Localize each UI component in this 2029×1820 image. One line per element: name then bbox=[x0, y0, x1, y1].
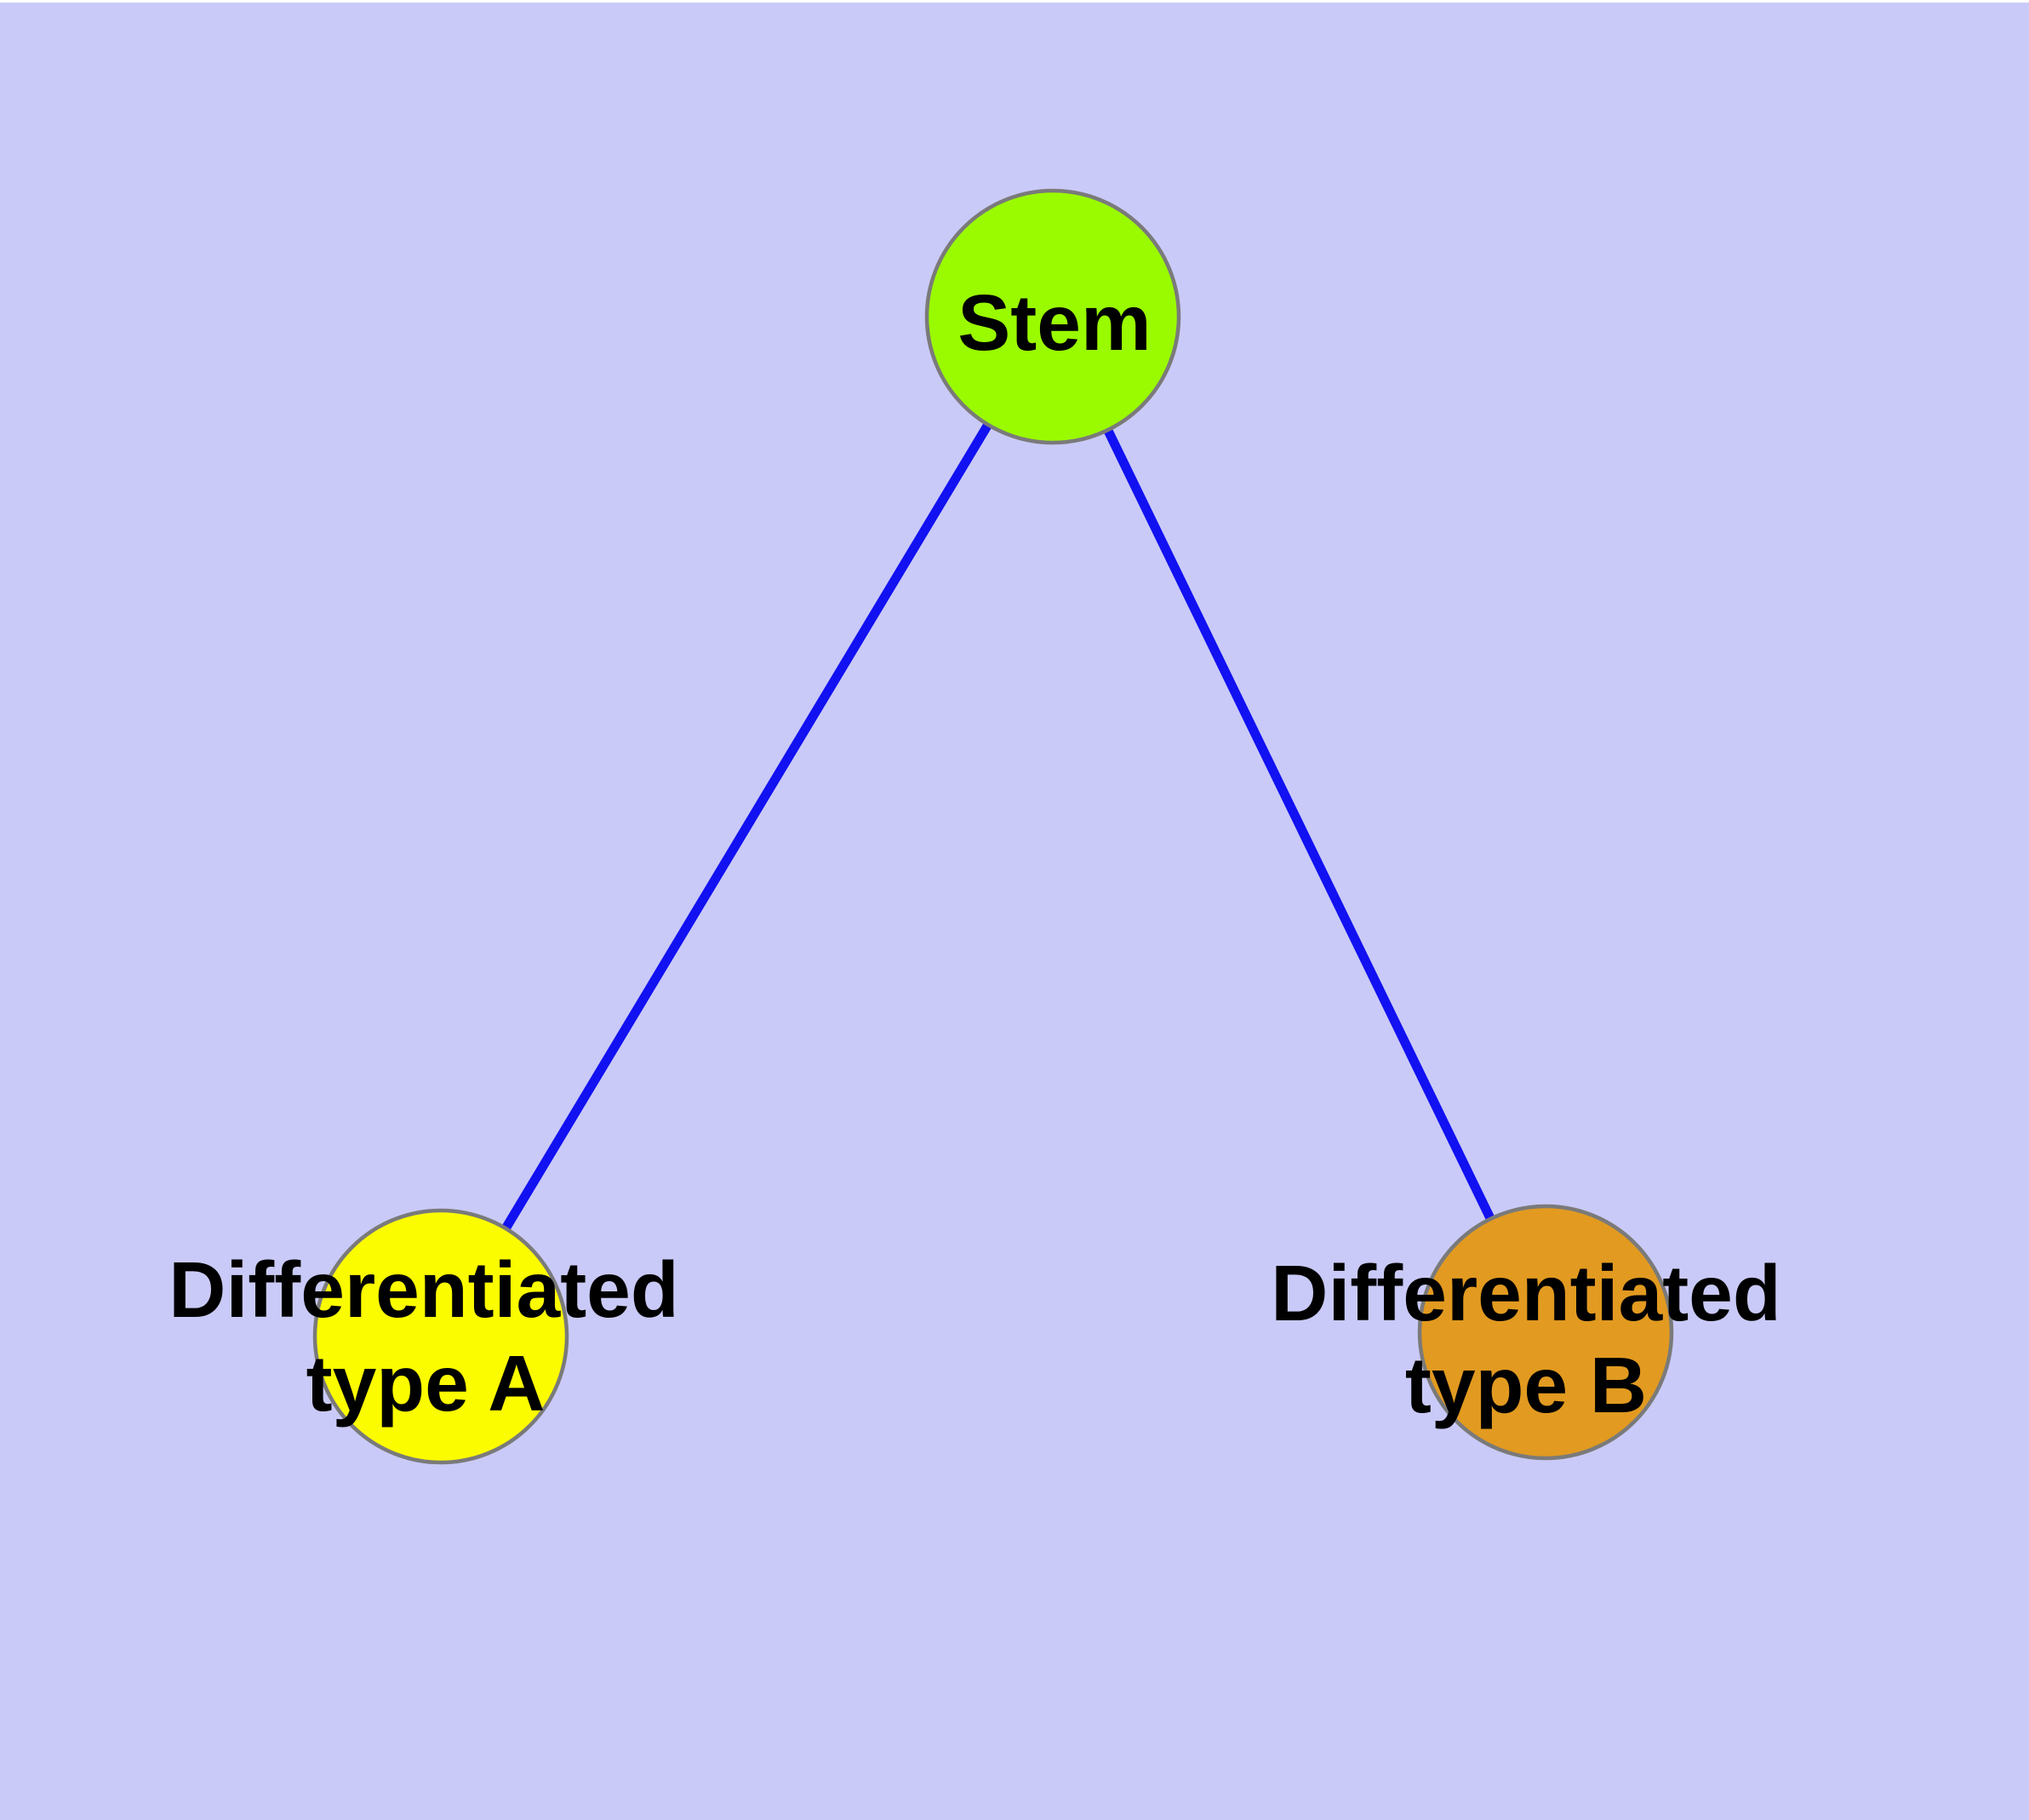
top-border-strip bbox=[0, 0, 2029, 3]
node-differentiated-type-b[interactable] bbox=[1417, 1204, 1674, 1461]
node-stem[interactable] bbox=[924, 188, 1181, 445]
node-type-b-label-line2: type B bbox=[1405, 1341, 1647, 1429]
edge-stem-to-type-a[interactable] bbox=[437, 314, 1057, 1339]
node-stem-label: Stem bbox=[957, 278, 1151, 367]
edge-stem-to-type-b[interactable] bbox=[1049, 314, 1550, 1335]
node-type-a-label-line1: Differentiated bbox=[169, 1245, 678, 1334]
node-type-b-label-line1: Differentiated bbox=[1271, 1249, 1780, 1337]
node-differentiated-type-a[interactable] bbox=[312, 1208, 569, 1465]
node-type-a-label-line2: type A bbox=[306, 1339, 546, 1428]
